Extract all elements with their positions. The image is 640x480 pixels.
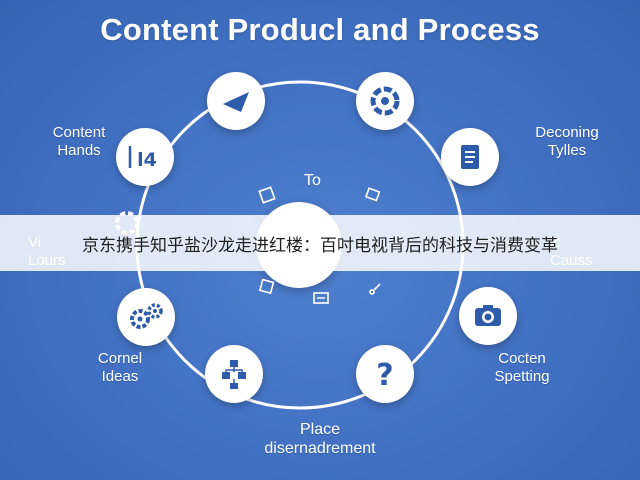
label-bottom: Place disernadrement — [230, 420, 410, 458]
node-right-upper — [441, 128, 499, 186]
label-bottom-right-line1: Cocten — [498, 350, 546, 367]
node-right-lower — [459, 287, 517, 345]
mini-link-icon — [369, 283, 381, 295]
label-top-left-line1: Content — [52, 124, 106, 141]
label-bottom-line2: disernadrement — [264, 440, 376, 457]
label-top-left: Content Hands — [34, 124, 124, 160]
gear-refresh-icon — [370, 86, 400, 116]
diagram-title: Content Producl and Process — [100, 12, 540, 47]
mini-document-icon — [258, 186, 276, 204]
svg-text:?: ? — [376, 358, 393, 391]
mini-cube-icon — [258, 278, 275, 295]
label-bottom-left-line2: Ideas — [101, 368, 139, 385]
mini-card-icon — [313, 292, 329, 304]
label-bottom-line1: Place — [299, 421, 341, 438]
node-bottom-left — [117, 288, 175, 346]
node-top-right — [356, 72, 414, 130]
question-mark-icon: ? — [376, 358, 393, 391]
org-chart-icon — [222, 360, 246, 389]
node-bottom-right: ? — [356, 345, 414, 403]
headline-banner[interactable]: 京东携手知乎盐沙龙走进红楼：百吋电视背后的科技与消费变革 — [0, 215, 640, 271]
label-top-left-line2: Hands — [57, 142, 101, 159]
camera-icon — [475, 305, 501, 326]
node-bottom — [205, 345, 263, 403]
headline-text[interactable]: 京东携手知乎盐沙龙走进红楼：百吋电视背后的科技与消费变革 — [82, 235, 558, 255]
gears-icon — [130, 303, 163, 329]
document-list-icon — [461, 145, 479, 169]
label-bottom-left: Cornel Ideas — [72, 350, 168, 386]
node-top — [207, 72, 265, 130]
center-label: To — [304, 172, 321, 189]
label-top-right-line2: Tylles — [547, 142, 587, 159]
label-top-right: Deconing Tylles — [512, 124, 622, 160]
label-bottom-left-line1: Cornel — [97, 350, 143, 367]
mini-tag-icon — [364, 187, 381, 202]
label-bottom-right-line2: Spetting — [494, 368, 550, 385]
node-glyph: l4 — [137, 149, 157, 171]
label-top-right-line1: Deconing — [535, 124, 599, 141]
label-bottom-right: Cocten Spetting — [470, 350, 574, 386]
node-left-upper: l4 — [116, 128, 174, 186]
chart-icon: l4 — [128, 146, 157, 171]
paper-plane-icon — [223, 92, 249, 112]
